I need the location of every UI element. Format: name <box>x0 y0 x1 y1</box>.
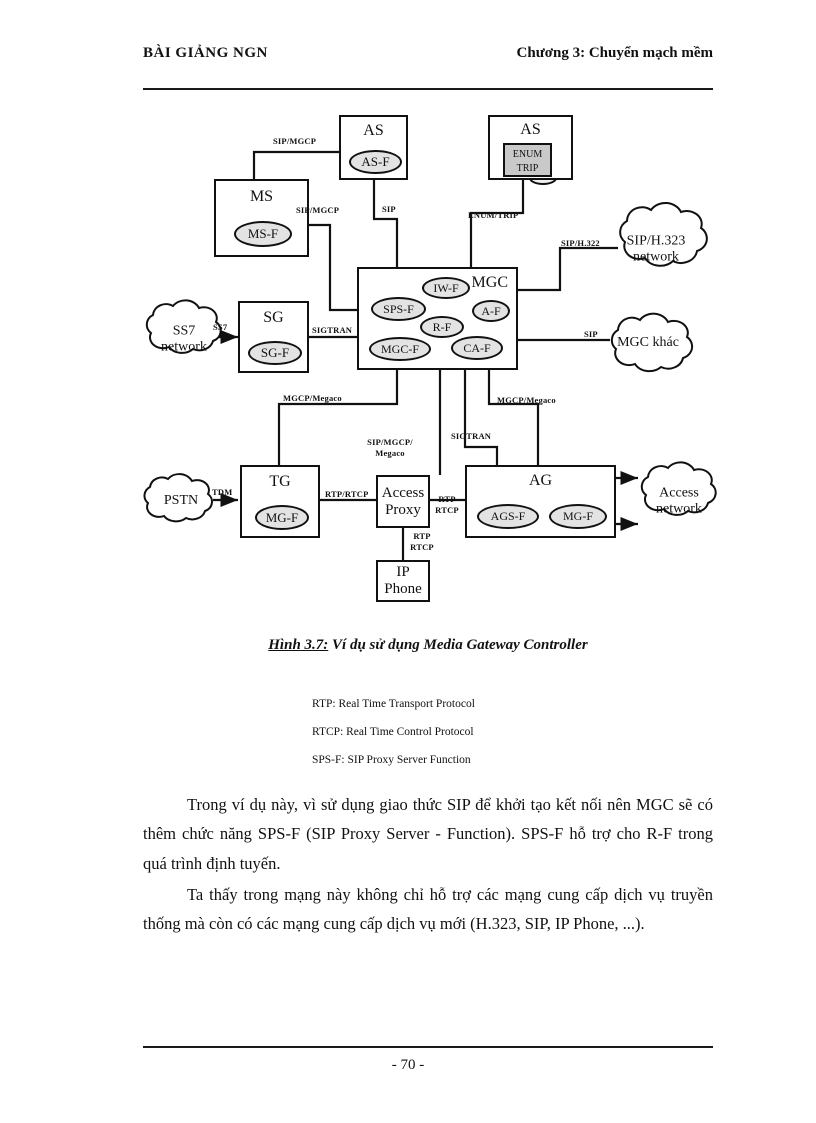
legend-item: RTCP: Real Time Control Protocol <box>312 726 474 739</box>
node-tg-title: TG <box>269 473 291 490</box>
cloud-ss7-line1: SS7 <box>172 323 196 339</box>
page-header: BÀI GIẢNG NGN Chương 3: Chuyển mạch mềm <box>143 45 713 73</box>
node-mgc[interactable]: MGC IW-F SPS-F A-F R-F MGC-F CA-F <box>357 267 518 370</box>
cloud-pstn-line1: PSTN <box>163 493 199 509</box>
link-label-mgcp-megaco-right: MGCP/Megaco <box>497 395 556 405</box>
link-label-sip-h322: SIP/H.322 <box>561 238 600 248</box>
link-label-ss7: SS7 <box>213 322 228 332</box>
figure-number: Hình 3.7: <box>268 637 329 653</box>
cloud-access-network-shape <box>640 461 717 516</box>
node-as-enum-trip[interactable]: AS ENUM TRIP <box>488 115 573 180</box>
node-mgc-title: MGC <box>471 274 508 291</box>
link-label-rtp-rtcp-phone: RTP RTCP <box>406 531 438 553</box>
cloud-pstn-shape <box>143 473 213 523</box>
footer-rule <box>143 1046 713 1048</box>
ellipse-iw-f: IW-F <box>422 277 470 299</box>
rtp-phone-line2: RTCP <box>410 542 434 553</box>
node-ag-title: AG <box>528 472 553 489</box>
ellipse-sg-f: SG-F <box>248 341 302 365</box>
link-label-sigtran-sg: SIGTRAN <box>312 325 353 335</box>
node-as-top-title: AS <box>363 122 384 139</box>
ip-phone-line1: IP <box>396 563 410 580</box>
cloud-pstn: PSTN <box>143 484 219 518</box>
figure-caption: Hình 3.7: Ví dụ sử dụng Media Gateway Co… <box>143 637 713 654</box>
link-label-sip-mgcp-megaco: SIP/MGCP/ Megaco <box>351 437 429 458</box>
node-as-enum-title: AS <box>520 121 541 138</box>
cloud-ss7: SS7 network <box>145 314 223 364</box>
access-proxy-line2: Proxy <box>385 501 421 518</box>
link-label-mgcp-megaco-left: MGCP/Megaco <box>283 393 342 403</box>
cloud-mgc-khac-line1: MGC khác <box>617 335 679 351</box>
rtp-ag-line2: RTCP <box>435 505 459 516</box>
ellipse-tg-mg-f: MG-F <box>255 505 309 530</box>
node-as-top[interactable]: AS AS-F <box>339 115 408 180</box>
figure-caption-text: Ví dụ sử dụng Media Gateway Controller <box>328 637 588 653</box>
header-left-title: BÀI GIẢNG NGN <box>143 45 268 61</box>
ellipse-ca-f: CA-F <box>451 336 503 360</box>
link-label-as-mgc: SIP <box>382 204 396 214</box>
enum-label: ENUM <box>512 149 543 160</box>
node-ms-title: MS <box>249 188 274 205</box>
cloud-sip-h323: SIP/H.323 network <box>614 222 698 276</box>
body-paragraph-2: Ta thấy trong mạng này không chỉ hỗ trợ … <box>143 885 713 934</box>
access-proxy-line1: Access <box>381 484 425 501</box>
link-label-sip-mgc-khac: SIP <box>584 329 598 339</box>
sip-mgcp-megaco-line2: Megaco <box>375 447 405 458</box>
cloud-ss7-line2: network <box>161 339 207 354</box>
ellipse-mgc-f: MGC-F <box>369 337 431 361</box>
cloud-access-network: Access network <box>640 476 718 526</box>
cloud-sip-h323-line1: SIP/H.323 <box>626 233 686 249</box>
figure-legend: RTP: Real Time Transport Protocol RTCP: … <box>312 690 712 775</box>
ip-phone-line2: Phone <box>384 581 422 597</box>
ellipse-r-f: R-F <box>420 316 464 338</box>
rtp-phone-line1: RTP <box>413 531 431 541</box>
ellipse-ags-f: AGS-F <box>477 504 539 529</box>
link-label-ms-as: SIP/MGCP <box>273 136 317 146</box>
ellipse-ag-mg-f: MG-F <box>549 504 607 529</box>
cloud-access-network-line2: network <box>656 501 702 516</box>
trip-label: TRIP <box>516 162 539 174</box>
cloud-sip-h323-shape <box>619 201 708 267</box>
body-paragraph-1: Trong ví dụ này, vì sử dụng giao thức SI… <box>143 795 713 873</box>
enum-trip-block: ENUM TRIP <box>503 143 552 177</box>
header-right-title: Chương 3: Chuyển mạch mềm <box>516 45 713 61</box>
node-ms[interactable]: MS MS-F <box>214 179 309 257</box>
cloud-sip-h323-line2: network <box>633 249 679 264</box>
node-sg-title: SG <box>263 309 284 326</box>
link-label-enum-trip: ENUM/TRIP <box>468 210 519 220</box>
legend-item: RTP: Real Time Transport Protocol <box>312 698 475 710</box>
rtp-ag-line1: RTP <box>438 494 456 504</box>
link-label-rtp-rtcp-ag: RTP RTCP <box>433 494 461 516</box>
header-rule <box>143 88 713 90</box>
node-ip-phone[interactable]: IP Phone <box>376 560 430 602</box>
cloud-ss7-shape <box>145 299 222 354</box>
ellipse-ms-f: MS-F <box>234 221 292 247</box>
node-sg[interactable]: SG SG-F <box>238 301 309 373</box>
cloud-mgc-khac-shape <box>610 312 694 373</box>
node-tg[interactable]: TG MG-F <box>240 465 320 538</box>
node-ag[interactable]: AG AGS-F MG-F <box>465 465 616 538</box>
page-number: - 70 - <box>391 1057 425 1073</box>
link-label-sigtran-ag: SIGTRAN <box>451 431 492 441</box>
node-access-proxy[interactable]: Access Proxy <box>376 475 430 528</box>
ellipse-as-f: AS-F <box>349 150 402 174</box>
link-label-tdm: TDM <box>212 487 233 497</box>
link-label-ms-mgc: SIP/MGCP <box>296 205 340 215</box>
ellipse-sps-f: SPS-F <box>371 297 426 321</box>
cloud-mgc-khac: MGC khác <box>606 325 690 361</box>
cloud-access-network-line1: Access <box>659 485 699 501</box>
link-label-rtp-rtcp-tg: RTP/RTCP <box>325 489 369 499</box>
ellipse-a-f: A-F <box>472 300 510 322</box>
figure-diagram: AS AS-F MS MS-F AS ENUM TRIP MGC IW-F SP… <box>143 115 718 602</box>
sip-mgcp-megaco-line1: SIP/MGCP/ <box>367 437 413 447</box>
legend-item: SPS-F: SIP Proxy Server Function <box>312 754 471 767</box>
